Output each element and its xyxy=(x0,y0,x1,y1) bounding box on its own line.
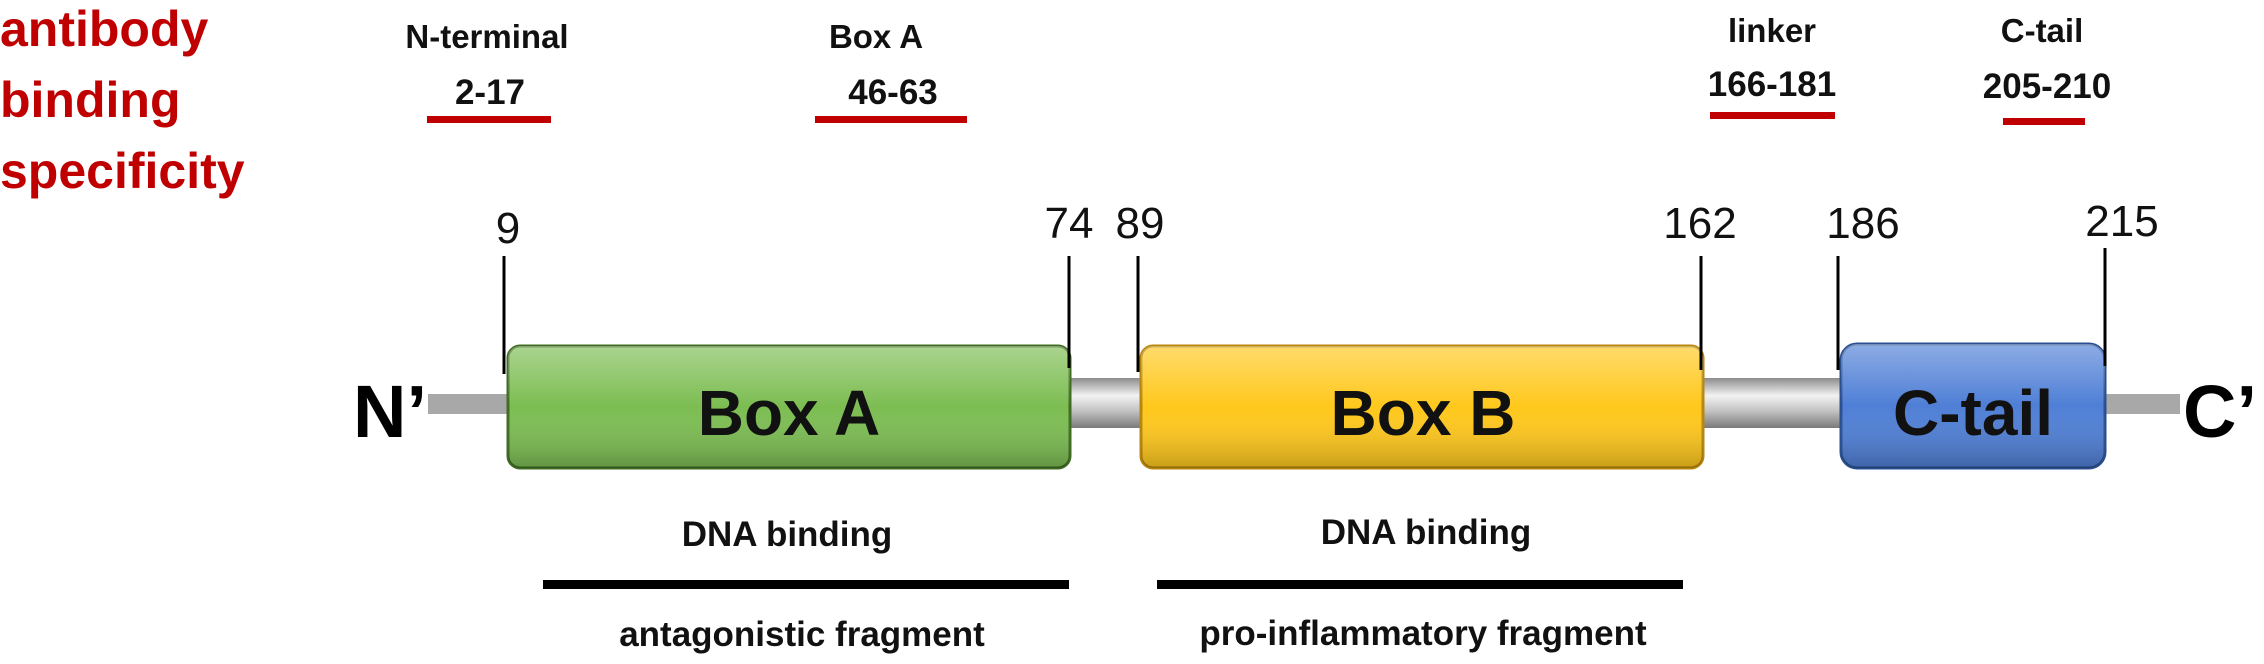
epitope-bar xyxy=(815,116,967,123)
epitope-range: 205-210 xyxy=(1983,67,2111,106)
c-terminal-stub xyxy=(2100,394,2180,414)
tick-label: 9 xyxy=(496,204,520,253)
tick-label: 74 xyxy=(1045,199,1094,248)
tick-label: 186 xyxy=(1826,199,1899,248)
domain-box-a-label: Box A xyxy=(698,377,881,449)
epitope-range: 166-181 xyxy=(1708,65,1836,104)
header-line-2: binding xyxy=(0,72,181,128)
epitope-name: C-tail xyxy=(2001,12,2084,49)
domain-box-b-label: Box B xyxy=(1331,377,1516,449)
epitope-bar xyxy=(1710,112,1835,119)
function-top-label: DNA binding xyxy=(682,515,893,554)
antibody-binding-header: antibody binding specificity xyxy=(0,1,245,199)
domain-c-tail-label: C-tail xyxy=(1893,377,2053,449)
epitope-box-a: Box A 46-63 xyxy=(815,18,967,123)
epitope-linker: linker 166-181 xyxy=(1708,12,1836,119)
epitope-range: 46-63 xyxy=(848,73,938,112)
domain-box-a: Box A xyxy=(506,344,1072,470)
epitope-bar xyxy=(427,116,551,123)
epitope-bar xyxy=(2003,118,2085,125)
n-terminal-stub xyxy=(428,394,508,414)
c-terminus-label: C’ xyxy=(2183,370,2257,453)
function-box-a: DNA binding antagonistic fragment xyxy=(543,515,1069,654)
linker-segment-1 xyxy=(1060,378,1144,428)
epitope-name: N-terminal xyxy=(405,18,568,55)
domain-c-tail: C-tail xyxy=(1839,342,2107,470)
epitope-n-terminal: N-terminal 2-17 xyxy=(405,18,569,123)
tick-label: 162 xyxy=(1663,199,1736,248)
epitope-name: linker xyxy=(1728,12,1816,49)
position-ticks: 9 74 89 162 186 215 xyxy=(496,197,2159,374)
header-line-3: specificity xyxy=(0,143,245,199)
tick-label: 89 xyxy=(1116,199,1165,248)
protein-backbone xyxy=(428,378,2180,428)
tick-label: 215 xyxy=(2085,197,2158,246)
function-bar xyxy=(1157,580,1683,589)
function-bottom-label: antagonistic fragment xyxy=(619,615,985,654)
function-bar xyxy=(543,580,1069,589)
header-line-1: antibody xyxy=(0,1,209,57)
function-top-label: DNA binding xyxy=(1321,513,1532,552)
domain-box-b: Box B xyxy=(1139,344,1705,470)
epitope-c-tail: C-tail 205-210 xyxy=(1983,12,2111,125)
epitope-range: 2-17 xyxy=(455,73,525,112)
epitope-name: Box A xyxy=(829,18,923,55)
linker-segment-2 xyxy=(1697,378,1847,428)
function-box-b: DNA binding pro-inflammatory fragment xyxy=(1157,513,1683,653)
n-terminus-label: N’ xyxy=(353,370,427,453)
function-bottom-label: pro-inflammatory fragment xyxy=(1199,614,1647,653)
